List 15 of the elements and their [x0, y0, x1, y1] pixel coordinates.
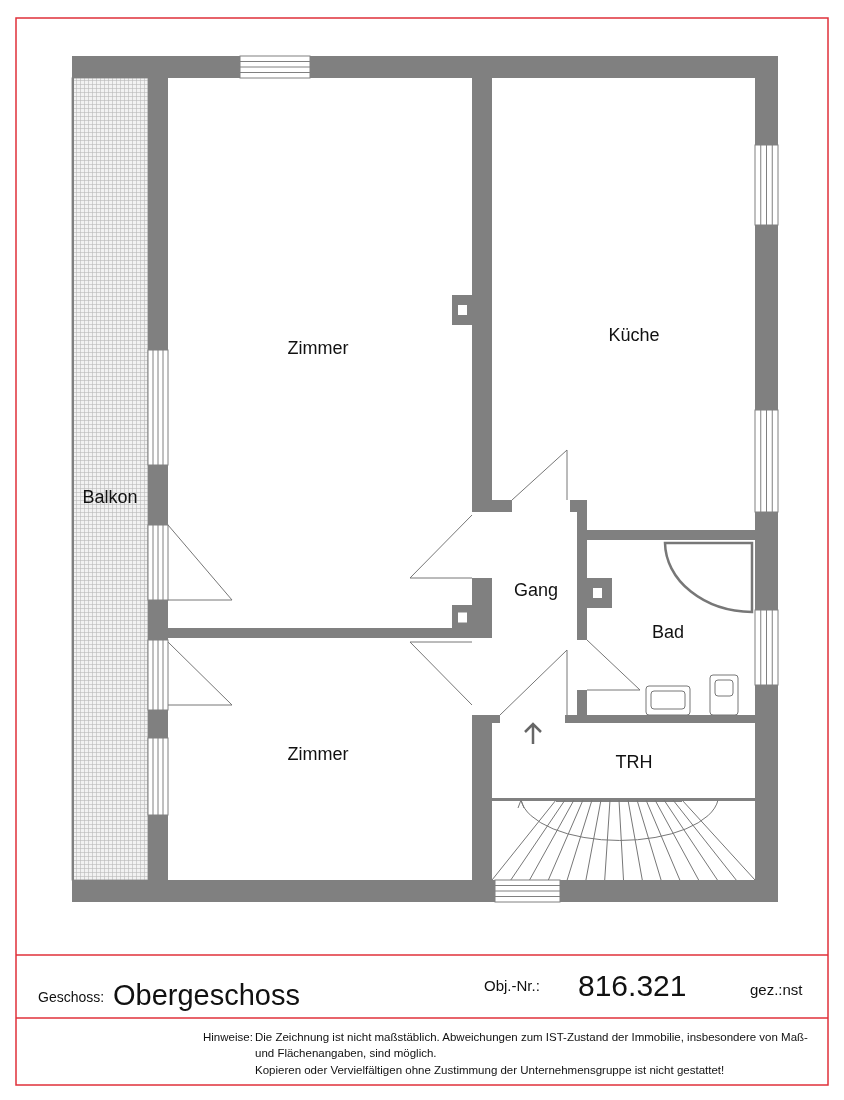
object-number-caption: Obj.-Nr.: [484, 976, 540, 996]
room-label: Küche [608, 324, 660, 346]
room-label: Zimmer [287, 337, 349, 359]
drawn-by-note: gez.:nst [750, 980, 803, 1000]
room-label: TRH [615, 751, 653, 773]
floor-caption: Geschoss: [38, 988, 105, 1007]
copyright-note: Kopieren oder Vervielfältigen ohne Zustimmung der Unternehmensgruppe ist nicht gestattet! [255, 1063, 725, 1078]
room-label: Balkon [82, 486, 138, 508]
disclaimer-note: Die Zeichnung ist nicht maßstäblich. Abweichungen zum IST-Zustand der Immobilie, insbesondere von Maß- und Flächenangaben, sind möglich. [255, 1030, 809, 1061]
object-number: 816.321 [578, 968, 687, 1004]
room-label: Bad [652, 621, 684, 643]
floor-name: Obergeschoss [113, 978, 300, 1013]
room-label: Gang [514, 579, 558, 601]
room-label: Zimmer [287, 743, 349, 765]
notes-caption: Hinweise: [203, 1030, 253, 1045]
